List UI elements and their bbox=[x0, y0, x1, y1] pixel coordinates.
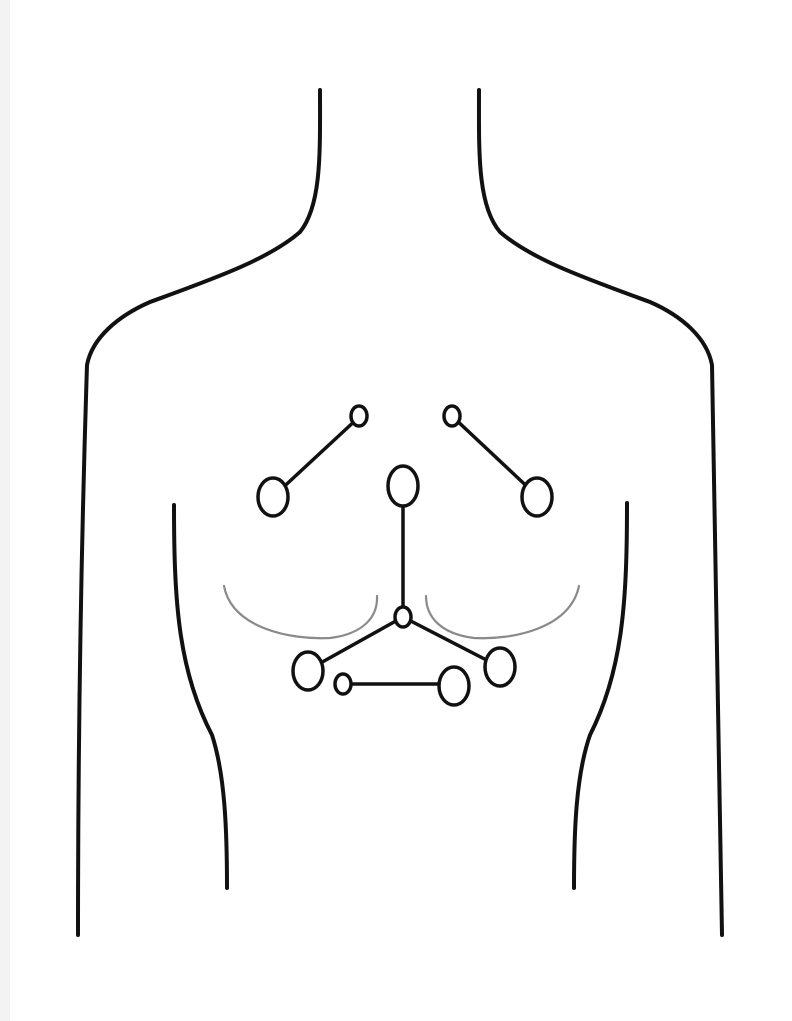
upper-left-large-electrode bbox=[258, 478, 288, 516]
upper-right-electrode-pair bbox=[444, 406, 552, 516]
center-lower-right-electrode bbox=[485, 648, 515, 686]
right-neck-shoulder-arm-line bbox=[479, 90, 722, 935]
center-lower-left-electrode bbox=[293, 652, 323, 690]
upper-left-small-electrode bbox=[351, 406, 367, 426]
right-breast-contour bbox=[426, 586, 579, 638]
left-torso-line bbox=[174, 505, 227, 888]
diagram-canvas bbox=[10, 0, 792, 1021]
right-torso-line bbox=[574, 503, 627, 888]
center-junction-electrode bbox=[395, 607, 411, 627]
lower-large-electrode bbox=[439, 667, 469, 705]
upper-right-lead-wire bbox=[453, 417, 535, 494]
upper-left-electrode-pair bbox=[258, 406, 367, 516]
center-top-electrode bbox=[388, 466, 418, 506]
electrode-leads bbox=[258, 406, 552, 705]
upper-left-lead-wire bbox=[276, 418, 358, 494]
left-breast-contour bbox=[224, 586, 377, 638]
torso-outline bbox=[78, 90, 722, 935]
center-y-electrode-group bbox=[293, 466, 515, 690]
torso-diagram bbox=[10, 0, 792, 1021]
lower-small-electrode bbox=[335, 674, 351, 694]
upper-right-small-electrode bbox=[444, 406, 460, 426]
upper-right-large-electrode bbox=[522, 478, 552, 516]
lower-horizontal-electrode-pair bbox=[335, 667, 469, 705]
